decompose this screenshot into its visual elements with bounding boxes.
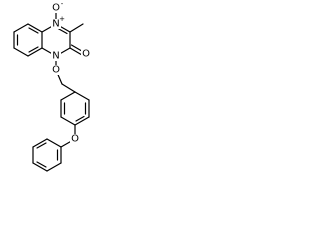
benzyl-ring xyxy=(60,91,90,126)
methyl-bond xyxy=(69,23,84,33)
svg-text:N: N xyxy=(52,19,59,30)
atom-phenoxy-oxygen: O xyxy=(70,134,80,145)
atom-n-oxide-oxygen: O - xyxy=(51,0,64,14)
svg-text:O: O xyxy=(52,65,60,76)
ch2-aryl-bond xyxy=(61,83,76,93)
atom-carbonyl-oxygen: O xyxy=(81,49,91,60)
phenyl-ring xyxy=(32,138,62,172)
svg-text:O: O xyxy=(71,134,79,145)
atom-n-oxide-nitrogen: N + xyxy=(51,15,65,30)
positive-charge: + xyxy=(59,15,65,23)
benzo-ring xyxy=(13,23,43,57)
negative-charge: - xyxy=(61,0,64,8)
svg-text:O: O xyxy=(52,3,60,14)
atom-ether-oxygen: O xyxy=(51,65,61,76)
atom-ring-nitrogen: N xyxy=(51,51,61,62)
chemical-structure: N + O - O N O O xyxy=(13,0,91,172)
svg-text:O: O xyxy=(82,49,90,60)
svg-text:N: N xyxy=(52,51,59,62)
